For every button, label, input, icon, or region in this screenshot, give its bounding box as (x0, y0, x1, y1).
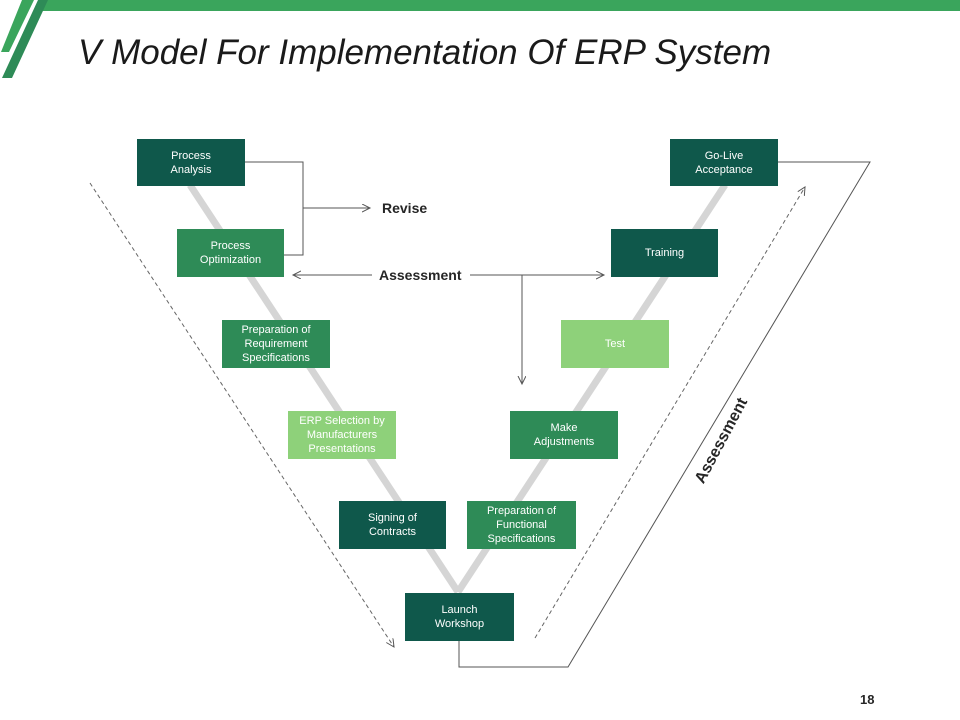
step-golive-acceptance: Go-Live Acceptance (670, 139, 778, 186)
step-label: Make Adjustments (533, 422, 595, 448)
step-label: Training (644, 247, 685, 259)
step-requirement-specifications: Preparation of Requirement Specification… (222, 320, 330, 368)
step-label: Process Analysis (170, 149, 212, 176)
assessment-label: Assessment (379, 267, 462, 283)
page-title: V Model For Implementation Of ERP System (78, 33, 772, 72)
step-make-adjustments: Make Adjustments (510, 411, 618, 459)
page-number: 18 (860, 692, 875, 707)
step-label: ERP Selection by Manufacturers Presentat… (299, 415, 385, 455)
step-launch-workshop: Launch Workshop (405, 593, 514, 641)
top-green-bar (38, 0, 960, 11)
step-process-optimization: Process Optimization (177, 229, 284, 277)
step-process-analysis: Process Analysis (137, 139, 245, 186)
step-erp-selection: ERP Selection by Manufacturers Presentat… (288, 411, 396, 459)
top-decoration (1, 0, 960, 78)
step-signing-contracts: Signing of Contracts (339, 501, 446, 549)
dashed-arrow-left (89, 182, 394, 647)
step-label: Launch Workshop (434, 604, 485, 630)
revise-label: Revise (382, 200, 428, 216)
step-label: Preparation of Functional Specifications (486, 505, 557, 545)
assessment-loop (458, 161, 871, 668)
step-training: Training (611, 229, 718, 277)
dashed-arrow-right (534, 187, 805, 639)
step-label: Preparation of Requirement Specification… (241, 324, 311, 364)
step-functional-specifications: Preparation of Functional Specifications (467, 501, 576, 549)
step-label: Go-Live Acceptance (695, 149, 753, 176)
step-label: Process Optimization (199, 240, 262, 266)
corner-stripe (2, 0, 48, 78)
step-label: Test (604, 338, 626, 350)
step-test: Test (561, 320, 669, 368)
step-label: Signing of Contracts (368, 512, 417, 538)
corner-stripe (1, 0, 34, 52)
